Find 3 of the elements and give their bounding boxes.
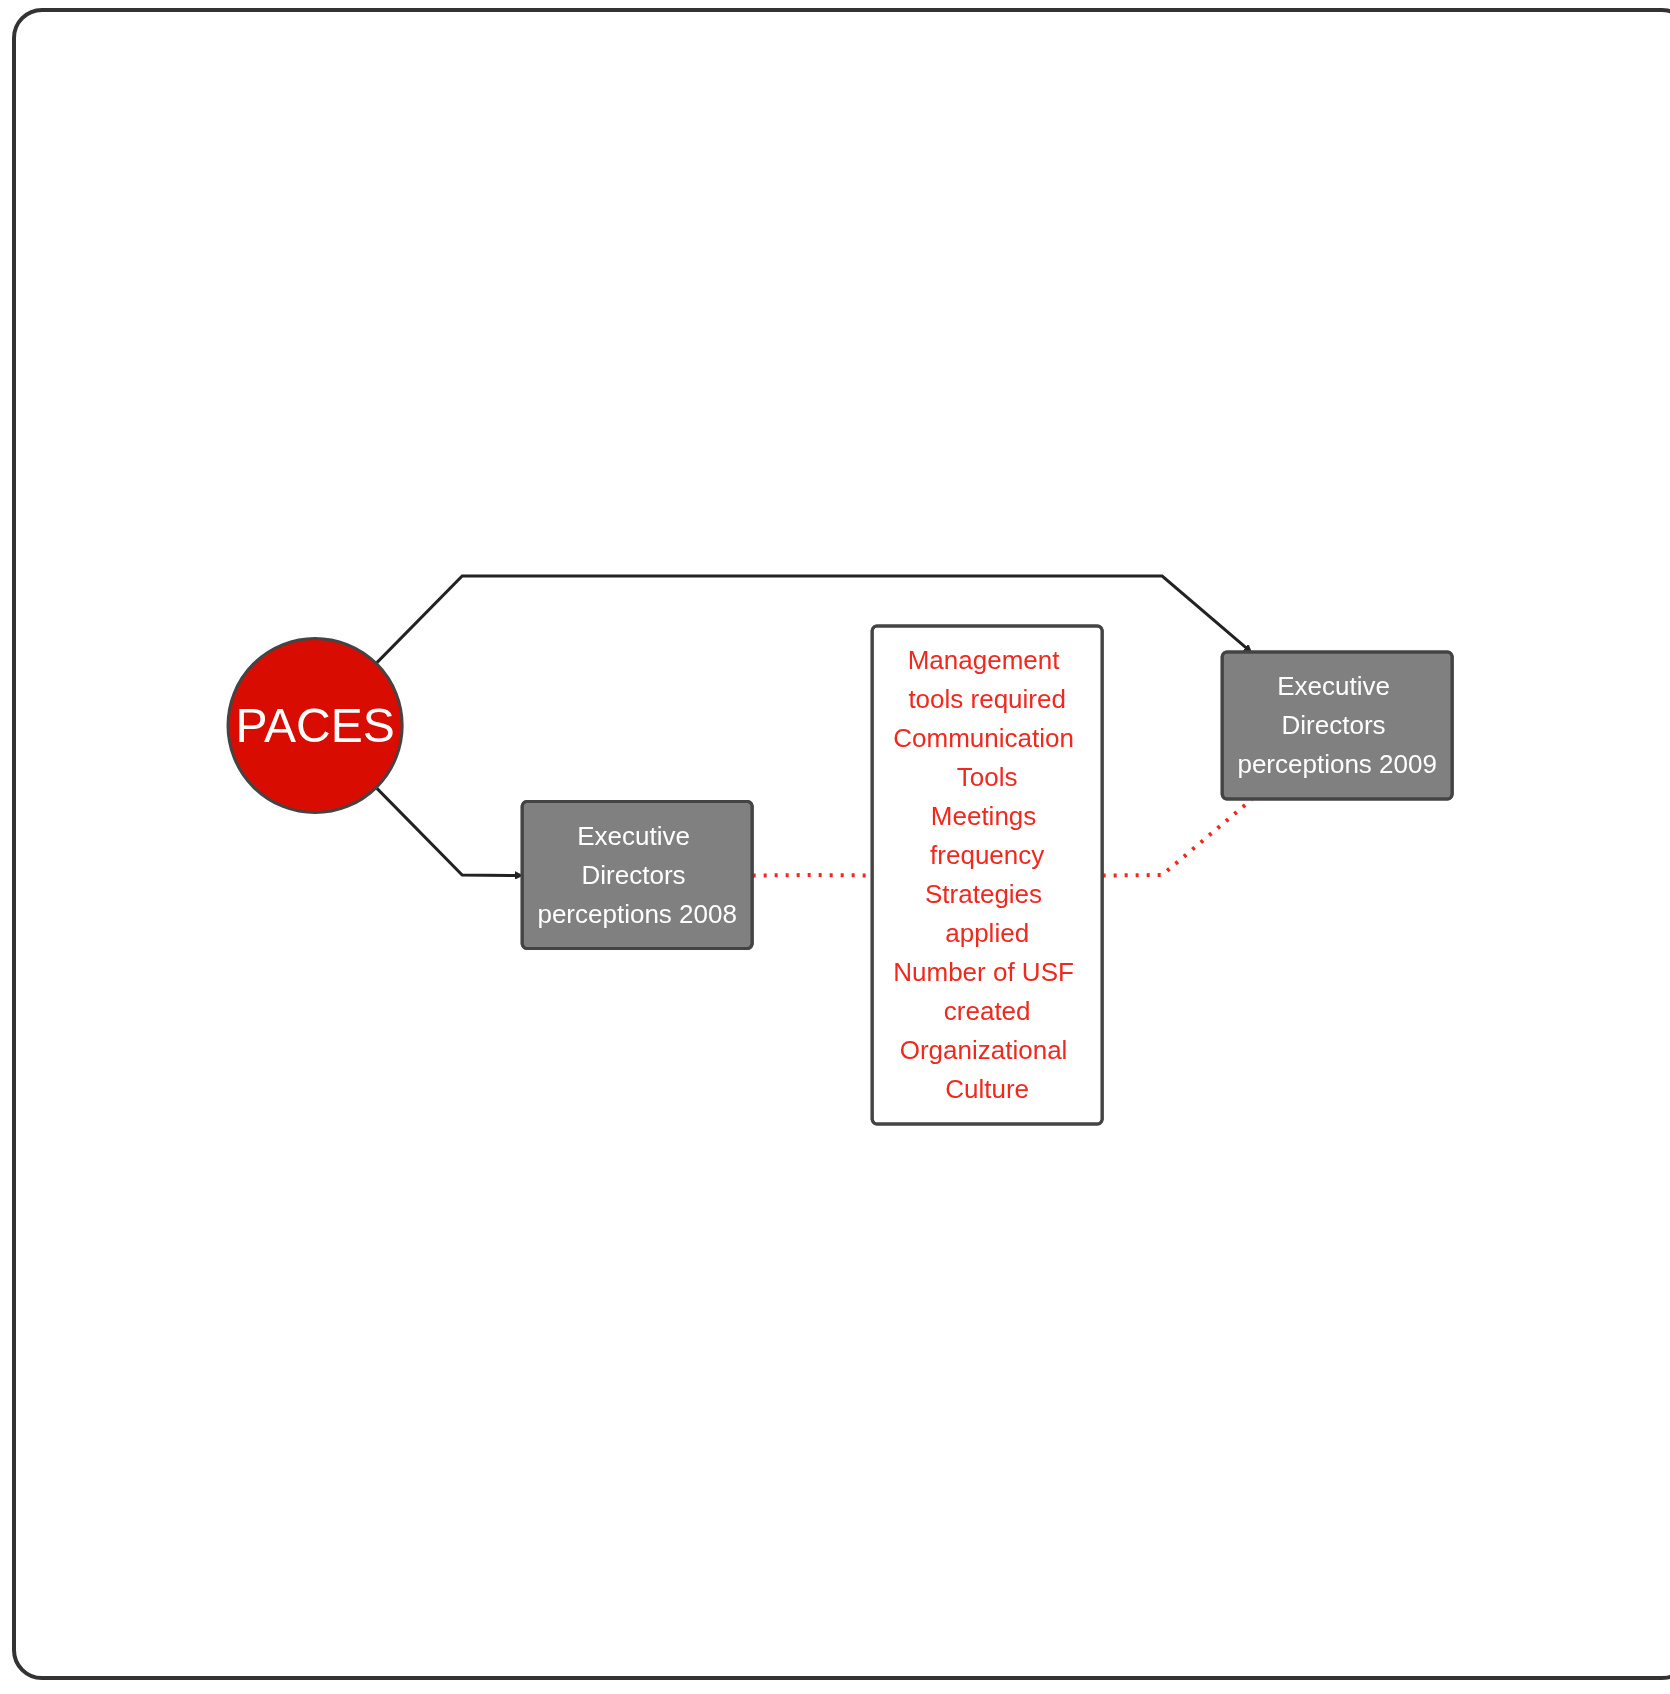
arrow — [375, 574, 1252, 665]
arrow — [375, 786, 523, 880]
node-circle: PACES — [226, 636, 404, 815]
